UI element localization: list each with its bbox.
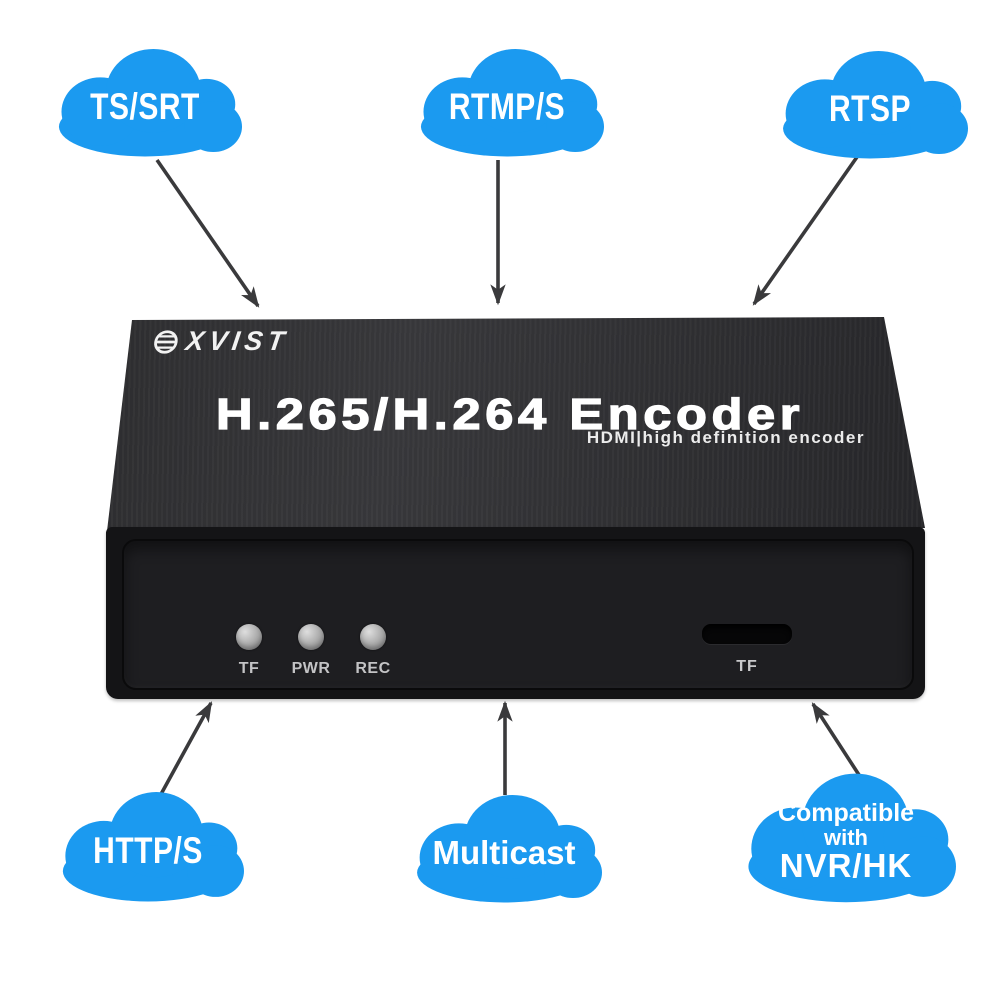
cloud-multicast: Multicast [406, 792, 602, 904]
cloud-nvr-hk: Compatible with NVR/HK [736, 770, 956, 904]
striped-globe-e-icon [154, 329, 178, 354]
cloud-label-line2: with [824, 825, 868, 851]
device-title: H.265/H.264 Encoder [215, 389, 805, 439]
brand-logo: XVIST [150, 326, 291, 357]
cloud-rtsp: RTSP [772, 48, 968, 160]
arrow-nvr-hk [811, 702, 863, 779]
cloud-label: TS/SRT [90, 87, 200, 128]
cloud-label: HTTP/S [93, 831, 203, 872]
device-subtitle: HDMI|high definition encoder [586, 428, 865, 447]
led-pwr [298, 624, 324, 650]
cloud-label: Compatible with NVR/HK [736, 770, 956, 904]
cloud-label-line3: NVR/HK [779, 847, 913, 885]
cloud-label: RTSP [828, 89, 911, 130]
arrow-rtsp [752, 155, 859, 306]
cloud-label: Multicast [432, 833, 576, 871]
cloud-ts-srt: TS/SRT [48, 46, 242, 158]
cloud-label: RTMP/S [448, 87, 566, 128]
brand-text: XVIST [183, 326, 292, 356]
tf-card-slot [702, 624, 792, 644]
arrow-ts-srt [155, 158, 260, 308]
tf-slot-label: TF [736, 658, 758, 675]
led-label-pwr: PWR [291, 660, 331, 677]
led-tf [236, 624, 262, 650]
cloud-http-s: HTTP/S [52, 789, 244, 903]
cloud-rtmp-s: RTMP/S [410, 46, 604, 158]
led-label-rec: REC [355, 660, 391, 677]
led-label-tf: TF [238, 660, 260, 677]
led-rec [360, 624, 386, 650]
cloud-label-line1: Compatible [777, 799, 915, 827]
device-front-panel [122, 539, 914, 690]
